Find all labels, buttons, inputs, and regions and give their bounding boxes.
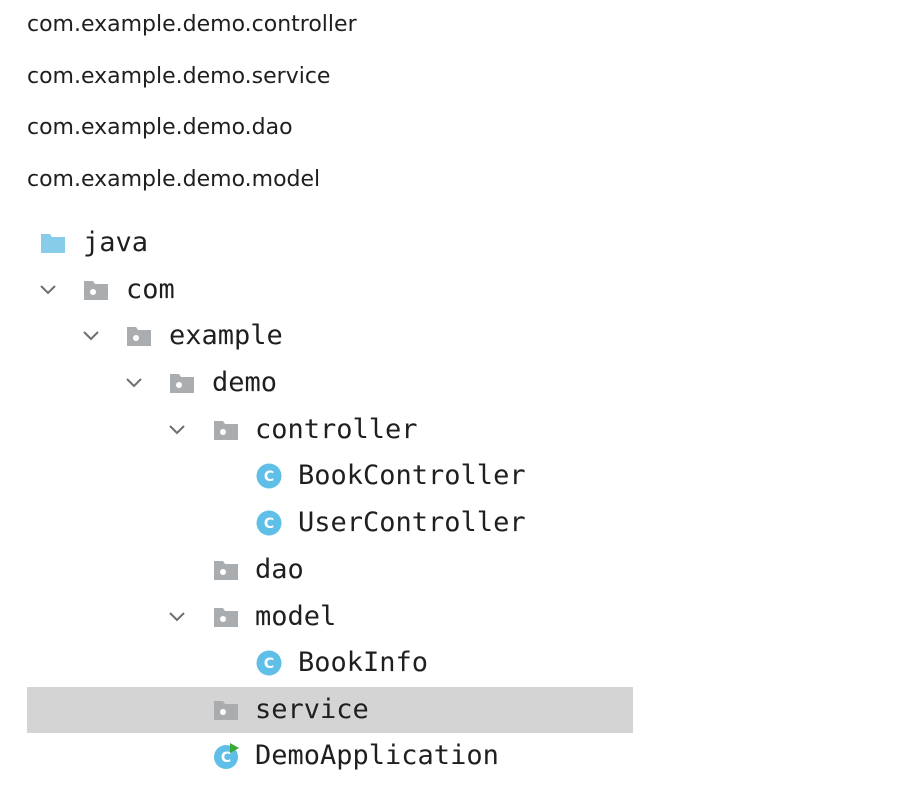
class-badge: C <box>264 516 274 532</box>
tree-item-book-controller[interactable]: C BookController <box>27 453 633 499</box>
class-badge: C <box>264 656 274 672</box>
chevron-down-icon[interactable] <box>125 374 143 392</box>
runnable-class-icon: C <box>214 743 239 769</box>
tree-item-demo[interactable]: demo <box>27 360 633 406</box>
package-folder-icon <box>127 327 151 346</box>
tree-item-java[interactable]: java <box>27 220 633 266</box>
chevron-down-icon[interactable] <box>39 281 57 299</box>
tree-item-service[interactable]: service <box>27 687 633 733</box>
tree-item-label: DemoApplication <box>255 740 499 771</box>
tree-item-example[interactable]: example <box>27 313 633 359</box>
tree-item-user-controller[interactable]: C UserController <box>27 500 633 546</box>
package-folder-icon <box>214 421 238 440</box>
class-badge: C <box>264 469 274 485</box>
class-icon: C <box>256 463 282 489</box>
package-name: com.example.demo.model <box>27 167 321 192</box>
run-marker-icon <box>230 743 239 753</box>
chevron-down-icon[interactable] <box>82 327 100 345</box>
tree-item-book-info[interactable]: C BookInfo <box>27 640 633 686</box>
tree-item-com[interactable]: com <box>27 267 633 313</box>
package-folder-icon <box>214 561 238 580</box>
tree-item-controller[interactable]: controller <box>27 407 633 453</box>
class-icon: C <box>256 650 282 676</box>
chevron-down-icon[interactable] <box>168 608 186 626</box>
class-badge: C <box>221 750 231 766</box>
tree-item-label: java <box>83 227 149 258</box>
package-folder-icon <box>170 374 194 393</box>
tree-item-label: UserController <box>298 507 526 538</box>
tree-item-label: demo <box>212 367 278 398</box>
tree-item-dao[interactable]: dao <box>27 547 633 593</box>
package-folder-icon <box>214 701 238 720</box>
tree-item-label: BookController <box>298 460 526 491</box>
package-folder-icon <box>214 608 238 627</box>
tree-item-demo-application[interactable]: C DemoApplication <box>27 733 633 779</box>
tree-item-label: controller <box>255 414 418 445</box>
tree-item-label: dao <box>255 554 304 585</box>
tree-item-label: service <box>255 694 369 725</box>
chevron-down-icon[interactable] <box>168 421 186 439</box>
package-name: com.example.demo.service <box>27 64 331 89</box>
tree-item-label: com <box>126 274 175 305</box>
source-root-folder-icon <box>41 234 65 253</box>
tree-item-label: model <box>255 601 337 632</box>
tree-item-model[interactable]: model <box>27 594 633 640</box>
package-name: com.example.demo.dao <box>27 115 293 140</box>
package-name: com.example.demo.controller <box>27 12 357 37</box>
package-folder-icon <box>84 281 108 300</box>
class-icon: C <box>256 510 282 536</box>
tree-item-label: BookInfo <box>298 647 429 678</box>
tree-item-label: example <box>169 320 283 351</box>
